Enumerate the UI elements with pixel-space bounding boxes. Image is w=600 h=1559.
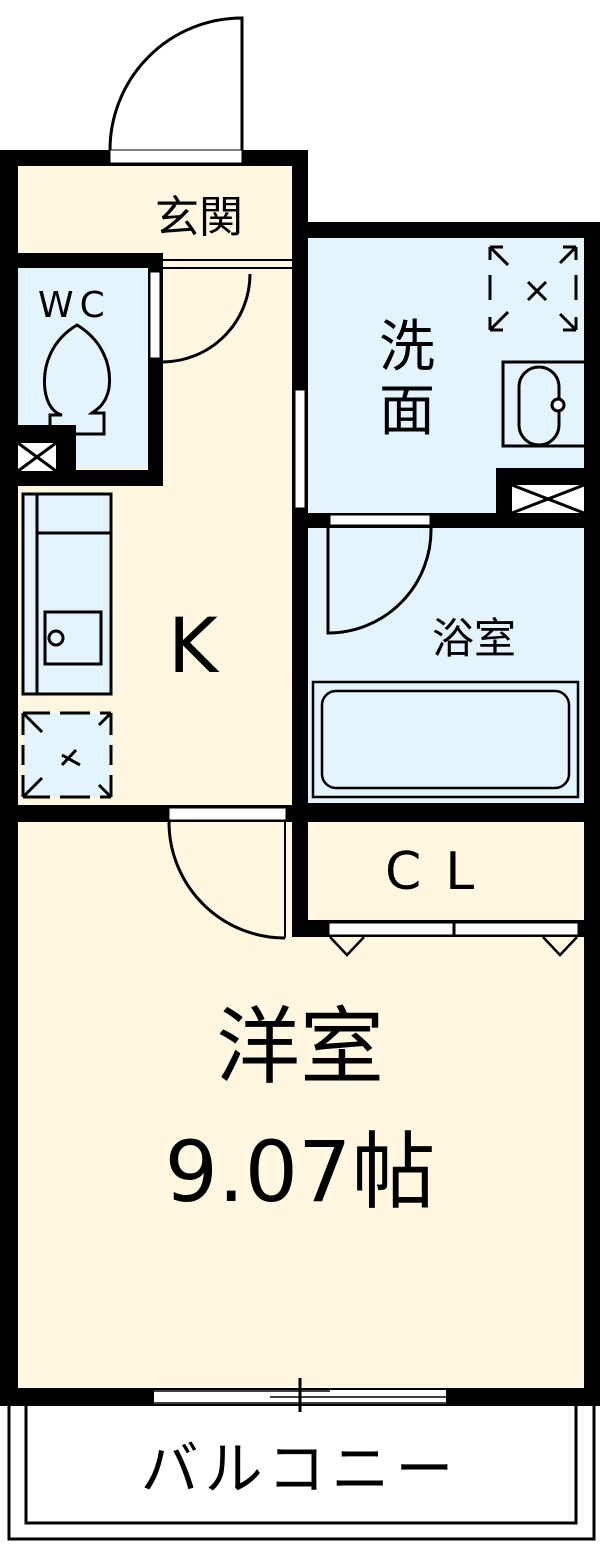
closet-doors[interactable] bbox=[328, 922, 579, 957]
closet-label: CL bbox=[385, 842, 499, 902]
washroom-label: 洗 面 bbox=[372, 316, 442, 444]
toilet-label: WC bbox=[38, 285, 111, 326]
toilet-icon bbox=[42, 323, 112, 436]
washroom-floor bbox=[308, 238, 584, 513]
western-room-label: 洋室 bbox=[215, 998, 384, 1096]
balcony-sliding-window[interactable] bbox=[154, 1378, 446, 1412]
entrance-label: 玄関 bbox=[155, 192, 243, 243]
refrigerator-space-icon bbox=[21, 711, 113, 799]
walls bbox=[0, 150, 600, 1406]
western-room-size: 9.07帖 bbox=[164, 1123, 436, 1221]
bathroom-floor bbox=[308, 528, 584, 803]
washroom-label-line1: 洗 bbox=[379, 315, 435, 380]
washroom-vent-icon bbox=[511, 483, 585, 515]
balcony bbox=[7, 1406, 596, 1541]
toilet-door[interactable] bbox=[149, 271, 252, 364]
kitchen-window bbox=[294, 389, 306, 509]
bathroom-label: 浴室 bbox=[432, 614, 517, 663]
washing-machine-space-icon bbox=[488, 245, 578, 332]
kitchen-counter bbox=[21, 492, 113, 696]
washroom-label-line2: 面 bbox=[379, 379, 435, 444]
western-room-door[interactable] bbox=[167, 807, 287, 940]
bathroom-door[interactable] bbox=[326, 514, 433, 635]
bathtub-icon bbox=[311, 680, 580, 799]
entrance-floor bbox=[18, 165, 293, 250]
balcony-label: バルコニー bbox=[140, 1435, 460, 1503]
kitchen-label: K bbox=[168, 601, 218, 690]
toilet-vent-icon bbox=[17, 441, 57, 473]
washbasin-icon bbox=[501, 360, 588, 448]
entrance-door[interactable] bbox=[108, 16, 244, 164]
